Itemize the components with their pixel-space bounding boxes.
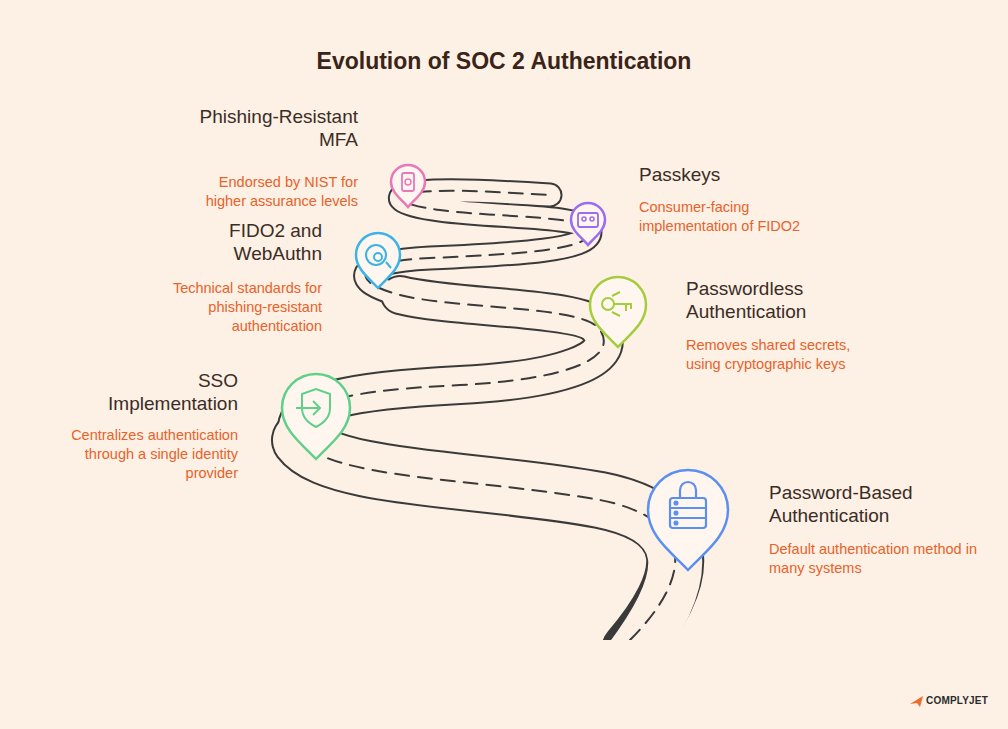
road-surface [366,191,590,295]
milestone-description: Endorsed by NIST for higher assurance le… [183,173,358,211]
milestone-description: Consumer-facing implementation of FIDO2 [639,198,824,236]
road-surface [300,440,675,660]
brand-logo: COMPLYJET [926,695,988,706]
logo-icon [910,696,923,707]
road-centerline [297,191,675,640]
milestone-description: Removes shared secrets, using cryptograp… [686,336,876,374]
map-pin [590,277,646,347]
map-pin [282,374,350,459]
milestone: Phishing-Resistant MFA Endorsed by NIST f… [173,105,358,211]
milestone-heading: Phishing-Resistant MFA [173,105,358,151]
map-pin [571,203,605,245]
map-pin [391,165,425,207]
road-fade [540,640,760,729]
milestone-heading: Passwordless Authentication [686,277,866,323]
milestone-heading: Password-Based Authentication [769,481,939,527]
milestone: Passwordless AuthenticationRemoves share… [686,277,876,374]
milestone: SSO ImplementationCentralizes authentica… [43,369,238,483]
milestone: FIDO2 and WebAuthnTechnical standards fo… [142,219,322,336]
milestone-heading: Passkeys [639,163,819,186]
milestone-description: Centralizes authentication through a sin… [43,426,238,483]
milestone: PasskeysConsumer-facing implementation o… [639,163,824,236]
milestone-description: Technical standards for phishing-resista… [142,279,322,336]
map-pin [648,470,728,570]
milestone-heading: SSO Implementation [88,369,238,415]
map-pin [356,233,400,288]
milestone: Password-Based AuthenticationDefault aut… [769,481,984,578]
diagram-title: Evolution of SOC 2 Authentication [0,48,1008,75]
milestone-heading: FIDO2 and WebAuthn [192,219,322,265]
milestone-description: Default authentication method in many sy… [769,540,984,578]
